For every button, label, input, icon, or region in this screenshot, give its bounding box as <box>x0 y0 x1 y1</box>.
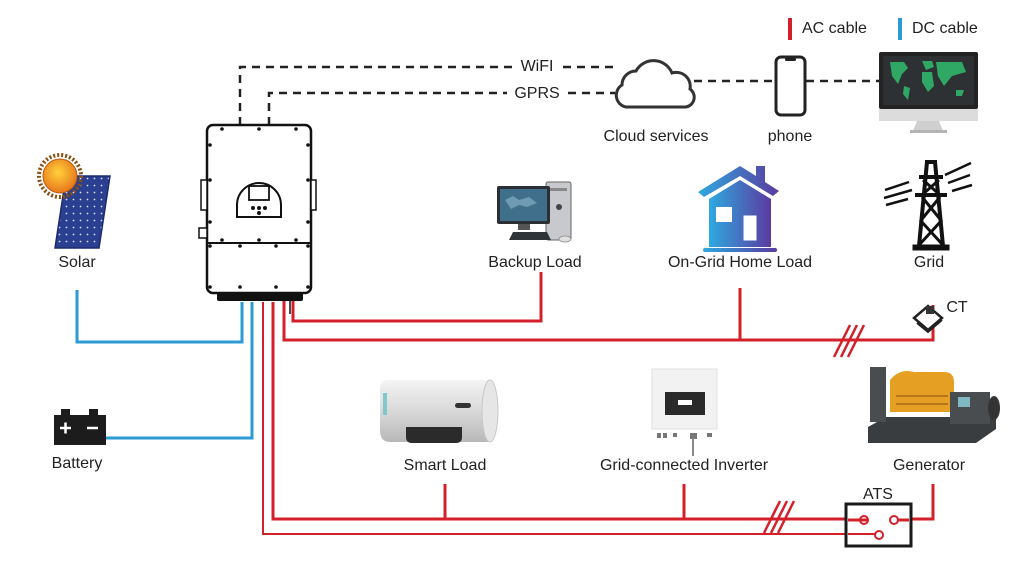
ac-ats-out-line <box>262 302 877 535</box>
cloud-services-label: Cloud services <box>603 128 709 145</box>
ac-backup-line <box>291 272 543 323</box>
dc-lines <box>75 290 254 440</box>
grid-inverter-label: Grid-connected Inverter <box>599 457 769 474</box>
legend-dc: DC cable <box>898 18 978 40</box>
ac-cable-swatch <box>788 18 792 40</box>
phone-label: phone <box>767 128 813 145</box>
legend-ac-label: AC cable <box>802 20 867 37</box>
cloud-icon <box>614 59 696 109</box>
gprs-line <box>267 91 507 125</box>
grid-inverter-icon <box>651 368 718 456</box>
solar-label: Solar <box>58 254 96 271</box>
smart-load-label: Smart Load <box>403 457 487 474</box>
phone-icon <box>774 55 807 117</box>
generator-label: Generator <box>892 457 966 474</box>
dc-battery-line <box>104 302 254 440</box>
ct-sensor-icon <box>912 304 944 334</box>
hash-mark-grid <box>832 324 866 358</box>
battery-icon <box>54 409 106 445</box>
ct-label: CT <box>946 299 968 316</box>
comm-lines <box>238 65 880 125</box>
home-load-label: On-Grid Home Load <box>667 254 813 271</box>
home-icon <box>698 166 779 252</box>
gprs-label: GPRS <box>514 85 560 102</box>
ats-label: ATS <box>863 486 893 503</box>
grid-label: Grid <box>913 254 945 271</box>
wifi-label: WiFI <box>520 58 554 75</box>
ac-lines <box>262 272 935 535</box>
generator-icon <box>868 367 1000 443</box>
solar-panel-icon <box>37 153 111 249</box>
hybrid-inverter-icon[interactable] <box>198 123 317 314</box>
grid-tower-icon <box>883 160 973 251</box>
backup-load-label: Backup Load <box>488 254 582 271</box>
ats-switch-icon <box>844 502 913 548</box>
battery-label: Battery <box>51 455 103 472</box>
legend-dc-label: DC cable <box>912 20 978 37</box>
wifi-line <box>238 65 512 125</box>
monitor-icon <box>879 52 978 133</box>
dc-solar-line <box>75 290 244 344</box>
backup-load-icon <box>497 181 572 243</box>
smart-load-icon <box>380 379 499 443</box>
hash-mark-ats <box>762 500 796 534</box>
dc-cable-swatch <box>898 18 902 40</box>
legend-ac: AC cable <box>788 18 867 40</box>
ac-gen-bus-line <box>271 302 870 521</box>
